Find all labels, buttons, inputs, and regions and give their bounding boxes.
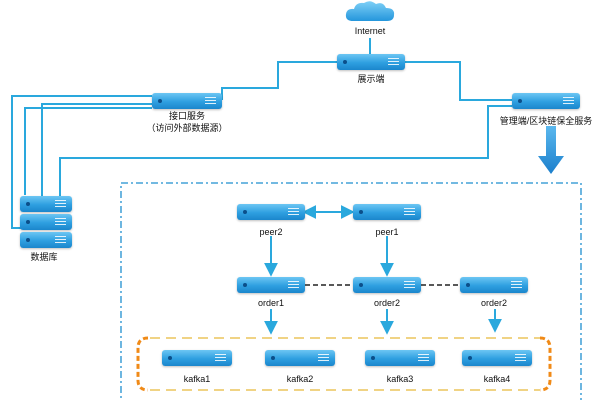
interface-service-label: 接口服务	[168, 111, 206, 121]
kafka-bracket-left	[136, 336, 149, 392]
kafka2-server	[265, 350, 335, 366]
order2b-label: order2	[480, 298, 508, 308]
order1-label: order1	[257, 298, 285, 308]
link-display-management	[405, 61, 512, 101]
kafka4-label: kafka4	[483, 374, 511, 384]
interface-service-server	[152, 93, 222, 109]
order1-server	[237, 277, 305, 293]
link-interface-db-3	[24, 107, 152, 195]
peer1-label: peer1	[375, 227, 399, 237]
kafka1-server	[162, 350, 232, 366]
link-interface-db-2	[41, 103, 152, 200]
kafka4-server	[462, 350, 532, 366]
database-server-1	[20, 196, 72, 212]
kafka1-label: kafka1	[183, 374, 211, 384]
interface-service-note: （访问外部数据源）	[146, 123, 228, 133]
cloud-icon	[345, 1, 395, 22]
management-label: 管理端/区块链保全服务	[499, 116, 593, 126]
kafka3-server	[365, 350, 435, 366]
link-interface-db-1	[11, 95, 152, 229]
peer2-label: peer2	[259, 227, 283, 237]
database-server-2	[20, 214, 72, 230]
kafka3-label: kafka3	[386, 374, 414, 384]
order2b-server	[460, 277, 528, 293]
peer1-server	[353, 204, 421, 220]
link-management-db	[59, 105, 512, 200]
kafka-bracket-right	[539, 336, 552, 392]
down-arrow-icon	[538, 126, 564, 174]
database-label: 数据库	[30, 252, 58, 262]
kafka2-label: kafka2	[286, 374, 314, 384]
order2-label: order2	[373, 298, 401, 308]
display-label: 展示端	[357, 74, 385, 84]
peer2-server	[237, 204, 305, 220]
link-display-interface	[221, 61, 337, 100]
internet-label: Internet	[354, 26, 386, 36]
blockchain-enclosure	[120, 182, 582, 400]
management-server	[512, 93, 580, 109]
order2-server	[353, 277, 421, 293]
database-server-3	[20, 232, 72, 248]
display-server	[337, 54, 405, 70]
